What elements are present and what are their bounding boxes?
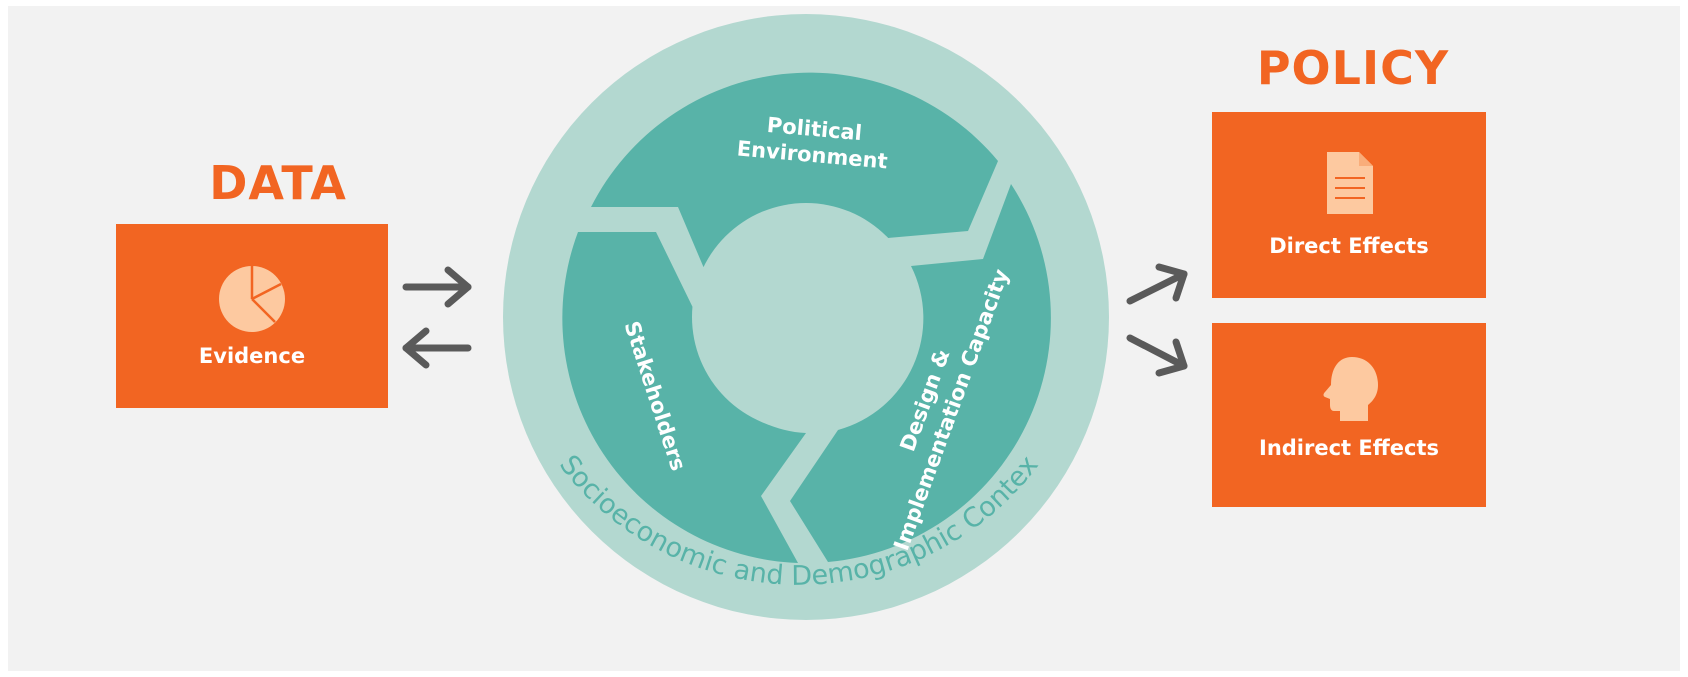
political-environment-segment <box>591 72 998 274</box>
indirect-effects-box: Indirect Effects <box>1212 323 1486 507</box>
stakeholders-segment <box>562 232 806 563</box>
evidence-label: Evidence <box>198 344 306 368</box>
indirect-effects-label: Indirect Effects <box>1259 436 1439 460</box>
pie-chart-icon <box>219 266 285 332</box>
data-heading: DATA <box>209 156 347 210</box>
arrow-left-icon <box>402 327 472 369</box>
head-silhouette-icon <box>1323 357 1378 421</box>
policy-heading: POLICY <box>1256 41 1450 95</box>
direct-effects-box: Direct Effects <box>1212 112 1486 298</box>
diagram-canvas: DATA Evidence POLICY Direct Effects Indi… <box>8 6 1680 671</box>
document-icon <box>1327 152 1373 214</box>
arrow-right-icon <box>402 266 472 308</box>
policy-cycle-diagram: Political Environment Design & Implement… <box>8 6 1188 620</box>
direct-effects-label: Direct Effects <box>1269 234 1429 258</box>
arrow-down-right-icon <box>1126 334 1188 377</box>
design-implementation-segment <box>790 184 1051 562</box>
arrow-up-right-icon <box>1126 263 1188 305</box>
center-hub <box>692 203 920 431</box>
evidence-box: Evidence <box>116 224 388 408</box>
